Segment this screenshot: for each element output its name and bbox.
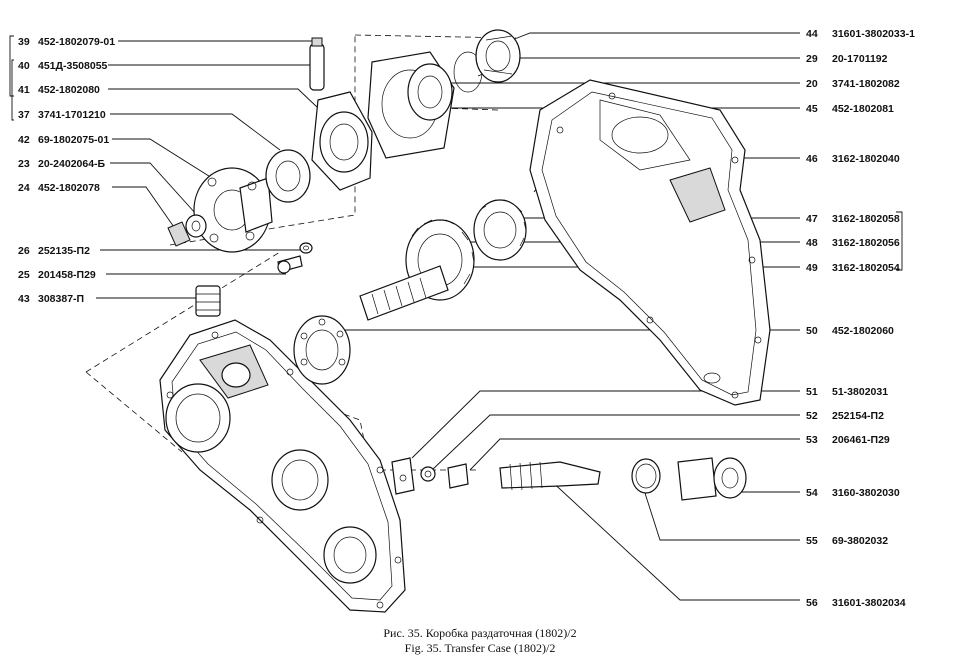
bearing-and-ring: [453, 29, 521, 93]
left-label-code-6: 452-1802078: [38, 182, 100, 194]
right-label-num-6: 48: [806, 237, 818, 249]
left-label-code-8: 201458-П29: [38, 269, 96, 281]
left-label-code-4: 69-1802075-01: [38, 134, 109, 146]
right-label-code-12: 3160-3802030: [832, 487, 900, 499]
right-labels: 44 31601-3802033-1 29 20-1701192 20 3741…: [806, 28, 915, 609]
gasket-cover: [367, 51, 455, 159]
right-label-code-1: 20-1701192: [832, 53, 888, 65]
right-label-code-9: 51-3802031: [832, 386, 888, 398]
breather-fitting: [195, 285, 221, 317]
right-group-bracket: [896, 211, 903, 271]
left-leader-lines: [96, 40, 319, 299]
left-label-code-0: 452-1802079-01: [38, 36, 115, 48]
oil-seal: [265, 149, 311, 203]
right-label-code-14: 31601-3802034: [832, 597, 906, 609]
left-label-num-2: 41: [18, 84, 30, 96]
figure-caption: Рис. 35. Коробка раздаточная (1802)/2 Fi…: [383, 626, 576, 655]
right-label-code-11: 206461-П29: [832, 434, 890, 446]
left-label-num-6: 24: [18, 182, 30, 194]
left-label-num-9: 43: [18, 293, 30, 305]
right-label-num-8: 50: [806, 325, 818, 337]
left-label-num-7: 26: [18, 245, 30, 257]
left-label-code-3: 3741-1701210: [38, 109, 106, 121]
left-label-num-4: 42: [18, 134, 30, 146]
right-label-num-2: 20: [806, 78, 818, 90]
left-label-code-7: 252135-П2: [38, 245, 90, 257]
left-label-num-0: 39: [18, 36, 30, 48]
right-label-num-10: 52: [806, 410, 818, 422]
right-label-num-14: 56: [806, 597, 818, 609]
bolt-and-washer: [277, 242, 313, 274]
left-label-code-5: 20-2402064-Б: [38, 158, 106, 170]
speedometer-drive-parts: [391, 457, 747, 501]
right-label-num-9: 51: [806, 386, 818, 398]
output-flange-group: [167, 167, 273, 253]
left-label-code-9: 308387-П: [38, 293, 84, 305]
right-label-num-3: 45: [806, 103, 818, 115]
right-label-num-7: 49: [806, 262, 818, 274]
bearing-cover: [309, 37, 373, 191]
right-label-code-7: 3162-1802054: [832, 262, 900, 274]
right-label-num-4: 46: [806, 153, 818, 165]
right-label-num-0: 44: [806, 28, 818, 40]
right-label-code-4: 3162-1802040: [832, 153, 900, 165]
left-group-brackets: [9, 35, 14, 121]
right-label-code-2: 3741-1802082: [832, 78, 900, 90]
left-label-num-8: 25: [18, 269, 30, 281]
caption-en: Fig. 35. Transfer Case (1802)/2: [405, 641, 556, 655]
transfer-case-housing-right: [529, 79, 771, 406]
right-label-num-11: 53: [806, 434, 818, 446]
left-label-code-2: 452-1802080: [38, 84, 100, 96]
gear-cluster: [359, 199, 527, 321]
left-label-num-1: 40: [18, 60, 30, 72]
left-label-num-3: 37: [18, 109, 30, 121]
left-label-code-1: 451Д-3508055: [38, 60, 108, 72]
right-label-code-10: 252154-П2: [832, 410, 884, 422]
right-label-code-6: 3162-1802056: [832, 237, 900, 249]
right-label-num-5: 47: [806, 213, 818, 225]
right-label-num-13: 55: [806, 535, 818, 547]
right-label-code-8: 452-1802060: [832, 325, 894, 337]
ball-bearing: [293, 315, 351, 385]
right-label-code-3: 452-1802081: [832, 103, 894, 115]
left-label-num-5: 23: [18, 158, 30, 170]
right-label-code-13: 69-3802032: [832, 535, 888, 547]
right-label-num-12: 54: [806, 487, 818, 499]
transfer-case-housing-left: [159, 319, 406, 613]
right-label-code-0: 31601-3802033-1: [832, 28, 915, 40]
right-label-code-5: 3162-1802058: [832, 213, 900, 225]
left-labels: 39 452-1802079-01 40 451Д-3508055 41 452…: [18, 36, 115, 305]
caption-ru: Рис. 35. Коробка раздаточная (1802)/2: [383, 626, 576, 640]
right-label-num-1: 29: [806, 53, 818, 65]
